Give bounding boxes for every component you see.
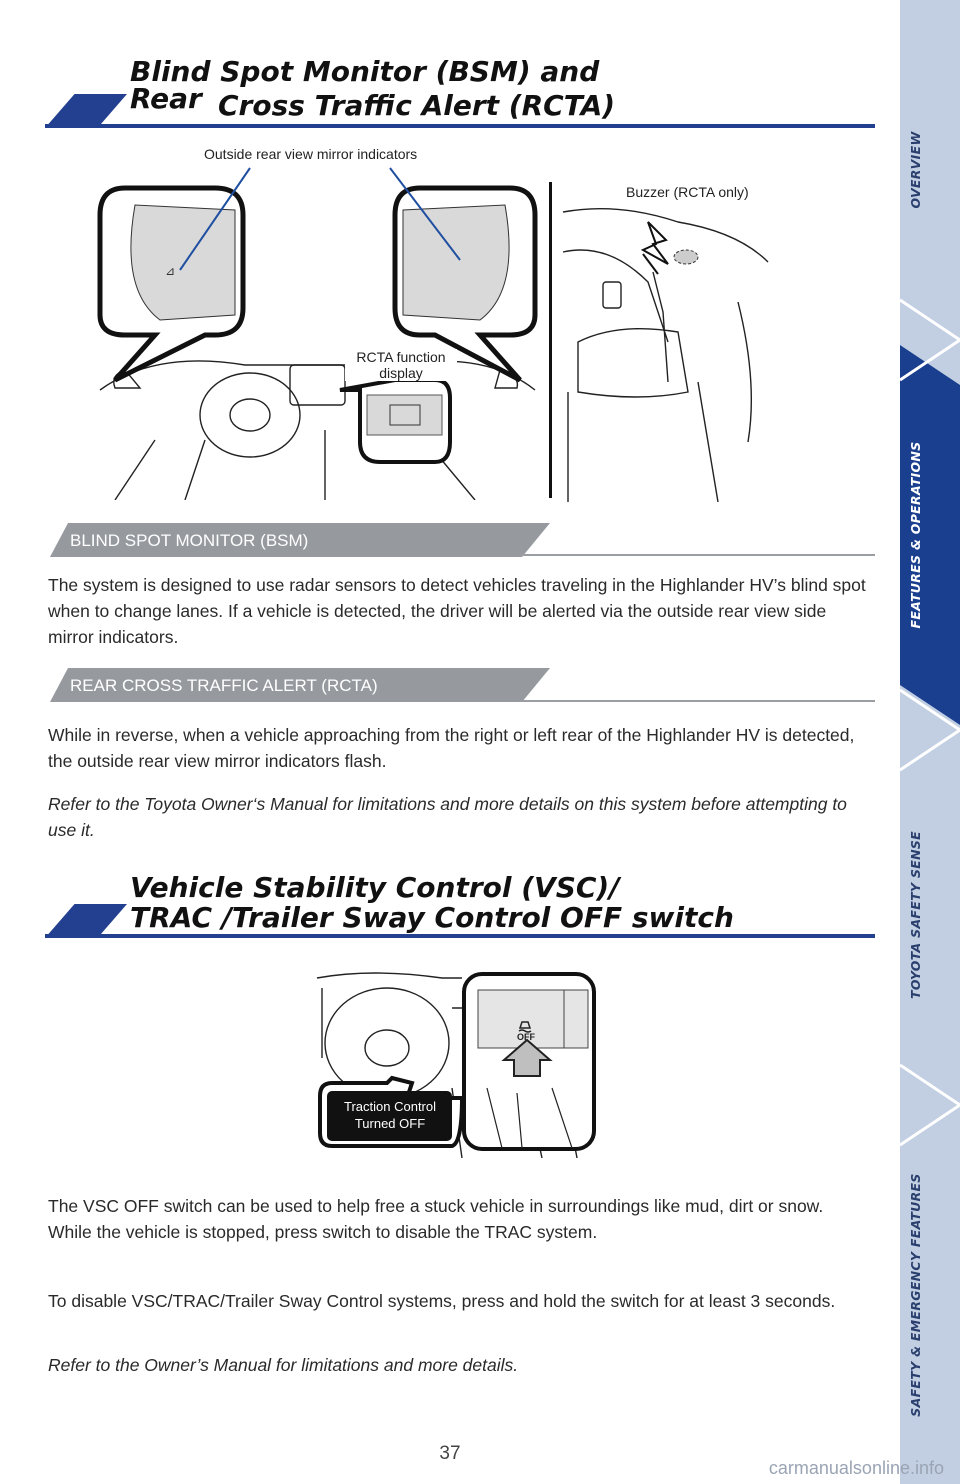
watermark: carmanualsonline.info (768, 1458, 944, 1478)
bsm-heading-banner: BLIND SPOT MONITOR (BSM) (50, 523, 550, 557)
mirror-callout: Outside rear view mirror indicators (204, 146, 418, 162)
rcta-heading: REAR CROSS TRAFFIC ALERT (RCTA) (70, 676, 378, 695)
section-sidebar: OVERVIEW FEATURES & OPERATIONS TOYOTA SA… (900, 0, 960, 1484)
bsm-dashboard-illustration: ⊿ (95, 140, 540, 501)
traction-control-display: Traction Control Turned OFF (329, 1098, 451, 1132)
buzzer-callout: Buzzer (RCTA only) (626, 184, 749, 200)
svg-text:⊿: ⊿ (165, 264, 175, 278)
bsm-title-line1: Blind Spot Monitor (BSM) and (130, 55, 600, 88)
buzzer-illustration (558, 182, 770, 503)
rcta-description: While in reverse, when a vehicle approac… (48, 725, 855, 771)
rcta-note: Refer to the Toyota Owner‘s Manual for l… (48, 794, 847, 840)
vsc-title-line2: TRAC /Trailer Sway Control OFF switch (130, 901, 734, 934)
vsc-title-rule (45, 934, 875, 938)
vsc-description-1: The VSC OFF switch can be used to help f… (48, 1196, 824, 1242)
page-number: 37 (439, 1443, 461, 1464)
bsm-heading-line (520, 554, 875, 556)
bsm-title-line2: Cross Traffic Alert (RCTA) (218, 89, 616, 122)
rcta-heading-banner: REAR CROSS TRAFFIC ALERT (RCTA) (50, 668, 550, 702)
vsc-title-accent (45, 904, 127, 938)
vsc-off-switch-label: OFF (517, 1032, 535, 1042)
bsm-description: The system is designed to use radar sens… (48, 575, 866, 647)
rcta-callout-line1: RCTA function (356, 349, 446, 365)
vsc-title-line1: Vehicle Stability Control (VSC)/ (130, 871, 620, 904)
traction-display-line1: Traction Control (344, 1099, 436, 1114)
vsc-off-icon (516, 1016, 534, 1034)
rcta-heading-line (520, 700, 875, 702)
bsm-title-rule (45, 124, 875, 128)
rcta-callout-line2: display (379, 365, 423, 381)
figure-divider (549, 182, 552, 498)
bsm-title-accent (45, 94, 127, 128)
tab-features-operations[interactable]: FEATURES & OPERATIONS (900, 345, 960, 725)
traction-display-line2: Turned OFF (354, 1116, 426, 1131)
sidebar-dividers (900, 298, 960, 1147)
vsc-switch-illustration (312, 968, 602, 1159)
vsc-note: Refer to the Owner’s Manual for limitati… (48, 1355, 519, 1375)
vsc-description-2: To disable VSC/TRAC/Trailer Sway Control… (48, 1291, 836, 1311)
rcta-display-callout: RCTA function display (345, 349, 457, 381)
bsm-title-rear: Rear (130, 82, 202, 115)
bsm-heading: BLIND SPOT MONITOR (BSM) (70, 531, 309, 550)
